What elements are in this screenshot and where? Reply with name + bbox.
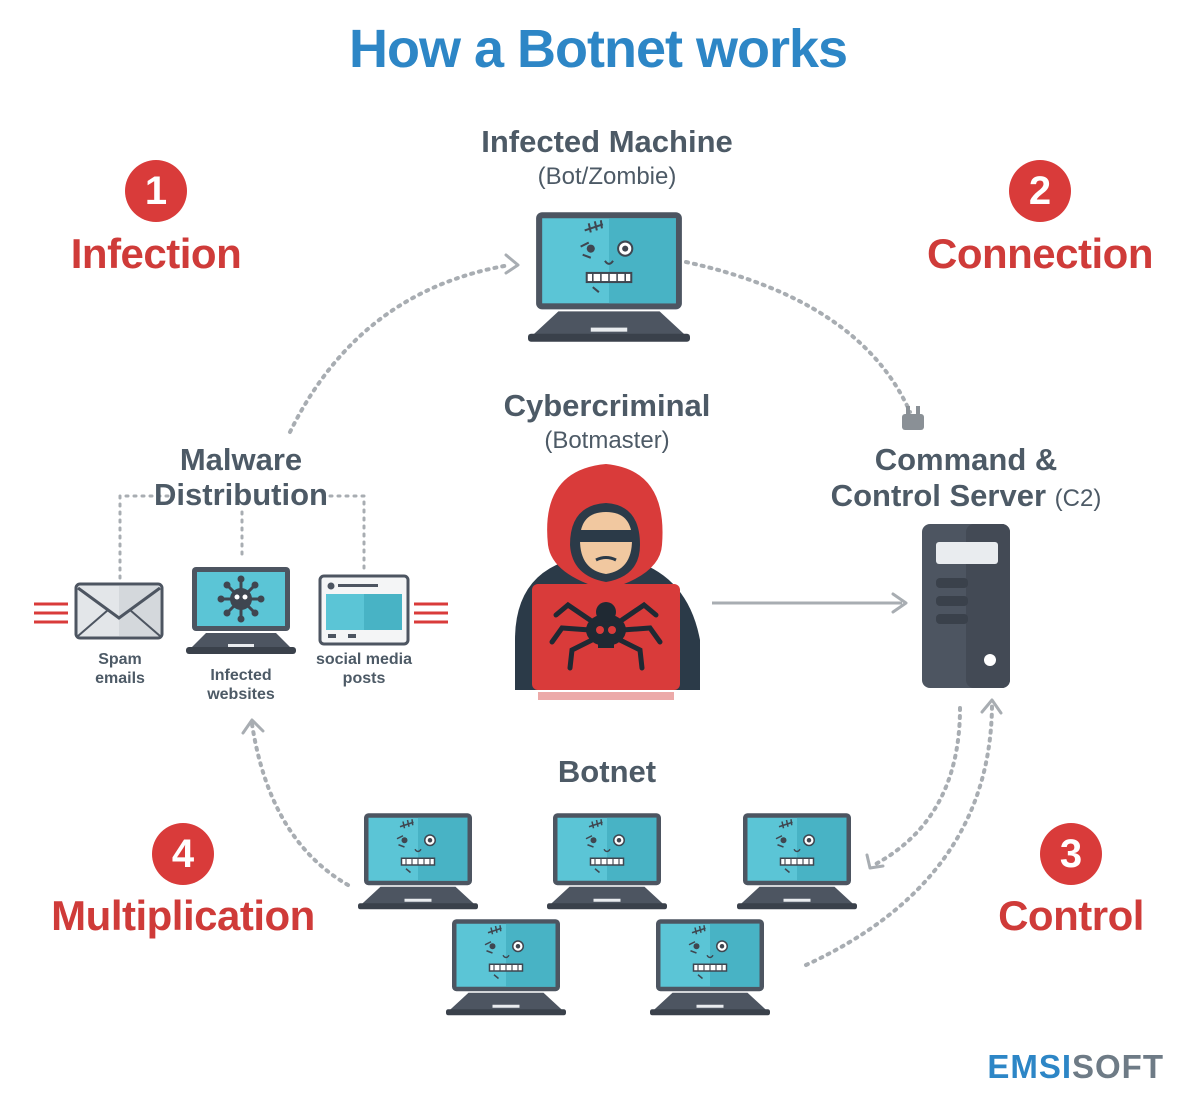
step-4-number: 4 (152, 823, 214, 885)
flow-arrows (250, 260, 994, 967)
malware-label-line2: Distribution (154, 477, 328, 512)
social-label-line2: posts (342, 670, 386, 687)
spam-emails-label: Spam emails (95, 650, 145, 688)
infected-websites-label: Infected websites (207, 666, 275, 704)
infected-machine-label: Infected Machine (481, 124, 733, 159)
botnet-laptop-icon (650, 918, 770, 1017)
step-2-label: Connection (927, 230, 1153, 277)
step-1-label: Infection (70, 230, 242, 277)
botnet-label: Botnet (557, 754, 657, 789)
step-1-number: 1 (125, 160, 187, 222)
malware-label-line1: Malware (179, 442, 303, 477)
botnet-laptop-icon (547, 812, 667, 911)
server-icon (922, 524, 1010, 688)
websites-label-line1: Infected (210, 667, 272, 684)
virus-laptop-icon (186, 567, 296, 656)
spam-motion-lines (34, 602, 68, 624)
spam-label-line2: emails (95, 670, 145, 687)
botnet-laptop-icon (737, 812, 857, 911)
infected-machine-sublabel: (Bot/Zombie) (537, 163, 677, 190)
hacker-icon (515, 464, 700, 700)
cybercriminal-sublabel: (Botmaster) (544, 427, 670, 454)
plug-icon (902, 406, 924, 430)
social-media-posts-label: social media posts (316, 650, 412, 688)
page-title: How a Botnet works (348, 19, 848, 79)
websites-label-line2: websites (207, 686, 275, 703)
command-arrow (712, 592, 908, 614)
spam-label-line1: Spam (98, 651, 142, 668)
envelope-icon (74, 582, 164, 640)
step-4-label: Multiplication (51, 892, 315, 939)
botnet-laptop-icon (446, 918, 566, 1017)
step-3-label: Control (998, 892, 1144, 939)
brand-logo: EMSISOFT (987, 1048, 1164, 1086)
botnet-laptop-icon (358, 812, 478, 911)
brand-part2: SOFT (1072, 1048, 1164, 1085)
social-post-icon (318, 574, 410, 646)
brand-part1: EMSI (987, 1048, 1072, 1085)
social-label-line1: social media (315, 651, 413, 668)
step-3-number: 3 (1040, 823, 1102, 885)
cybercriminal-label: Cybercriminal (503, 388, 711, 423)
social-motion-lines (414, 602, 448, 624)
infected-machine-icon (528, 212, 690, 343)
c2-label-main: Control Server (830, 478, 1047, 513)
c2-label-abbrev: (C2) (1054, 485, 1102, 512)
c2-label-line1: Command & (874, 442, 1058, 477)
c2-label-line2: Control Server (C2) (831, 478, 1102, 517)
step-2-number: 2 (1009, 160, 1071, 222)
